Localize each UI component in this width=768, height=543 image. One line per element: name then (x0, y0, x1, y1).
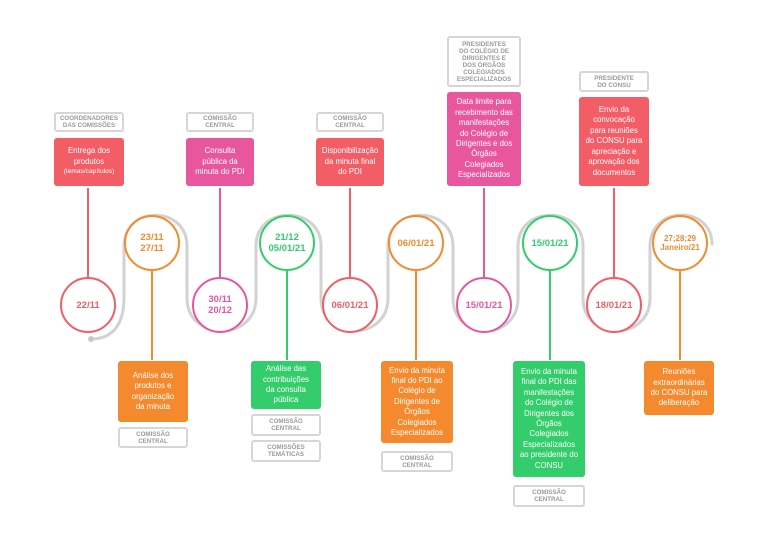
milestone-circle: 30/11 20/12 (192, 277, 248, 333)
milestone-circle: 21/12 05/01/21 (259, 215, 315, 271)
milestone-circle: 06/01/21 (322, 277, 378, 333)
responsible-label: COMISSÕES TEMÁTICAS (251, 440, 321, 462)
task-box: Consulta pública da minuta do PDI (186, 138, 254, 186)
task-box: Análise dos produtos e organização da mi… (118, 361, 188, 422)
milestone-circle: 18/01/21 (586, 277, 642, 333)
task-subtext: (temas/capítulos) (63, 168, 115, 176)
milestone-date: 06/01/21 (397, 237, 435, 249)
milestone-date: 30/11 20/12 (208, 294, 232, 316)
milestone-date: 27;28;29 Janeiro/21 (660, 233, 700, 253)
milestone-date: 15/01/21 (465, 299, 503, 311)
milestone-circle: 27;28;29 Janeiro/21 (652, 215, 708, 271)
task-text: Disponibilização da minuta final do PDI (321, 146, 379, 177)
milestone-circle: 22/11 (60, 277, 116, 333)
responsible-label: COMISSÃO CENTRAL (381, 451, 453, 472)
milestone-date: 15/01/21 (531, 237, 569, 249)
milestone-date: 22/11 (76, 299, 100, 311)
responsible-label: COMISSÃO CENTRAL (186, 112, 254, 132)
responsible-label: PRESIDENTES DO COLÉGIO DE DIRIGENTES E D… (447, 36, 521, 87)
milestone-date: 18/01/21 (595, 299, 633, 311)
responsible-label: COORDENADORES DAS COMISSÕES (54, 112, 124, 132)
task-box: Análise das contribuições da consulta pú… (251, 361, 321, 409)
milestone-circle: 23/11 27/11 (124, 215, 180, 271)
milestone-circle: 15/01/21 (456, 277, 512, 333)
task-box: Envio da minuta final do PDI ao Colégio … (381, 361, 453, 443)
milestone-date: 23/11 27/11 (140, 232, 164, 254)
task-box: Envio da minuta final do PDI das manifes… (513, 361, 585, 477)
milestone-date: 06/01/21 (331, 299, 369, 311)
task-text: Envio da minuta final do PDI ao Colégio … (389, 365, 445, 438)
task-box: Entrega dos produtos (temas/capítulos) (54, 138, 124, 186)
milestone-circle: 15/01/21 (522, 215, 578, 271)
responsible-label: COMISSÃO CENTRAL (513, 485, 585, 507)
task-text: Envio da minuta final do PDI das manifes… (519, 366, 579, 470)
responsible-label: COMISSÃO CENTRAL (251, 414, 321, 436)
task-box: Data limite para recebimento das manifes… (447, 92, 521, 186)
task-text: Análise dos produtos e organização da mi… (131, 370, 175, 411)
task-box: Envio da convocação para reuniões do CON… (579, 97, 649, 186)
task-text: Consulta pública da minuta do PDI (195, 146, 245, 177)
task-text: Data limite para recebimento das manifes… (455, 97, 513, 180)
milestone-date: 21/12 05/01/21 (268, 232, 306, 254)
task-box: Disponibilização da minuta final do PDI (316, 138, 384, 186)
responsible-label: COMISSÃO CENTRAL (118, 427, 188, 448)
task-text: Reuniões extraordinárias do CONSU para d… (650, 367, 708, 408)
responsible-label: PRESIDENTE DO CONSU (579, 71, 649, 92)
task-text: Envio da convocação para reuniões do CON… (585, 105, 643, 177)
task-text: Entrega dos produtos (67, 146, 111, 166)
task-text: Análise das contribuições da consulta pú… (263, 364, 309, 405)
road-start-dot (88, 336, 94, 342)
milestone-circle: 06/01/21 (388, 215, 444, 271)
task-box: Reuniões extraordinárias do CONSU para d… (644, 361, 714, 415)
responsible-label: COMISSÃO CENTRAL (316, 112, 384, 132)
